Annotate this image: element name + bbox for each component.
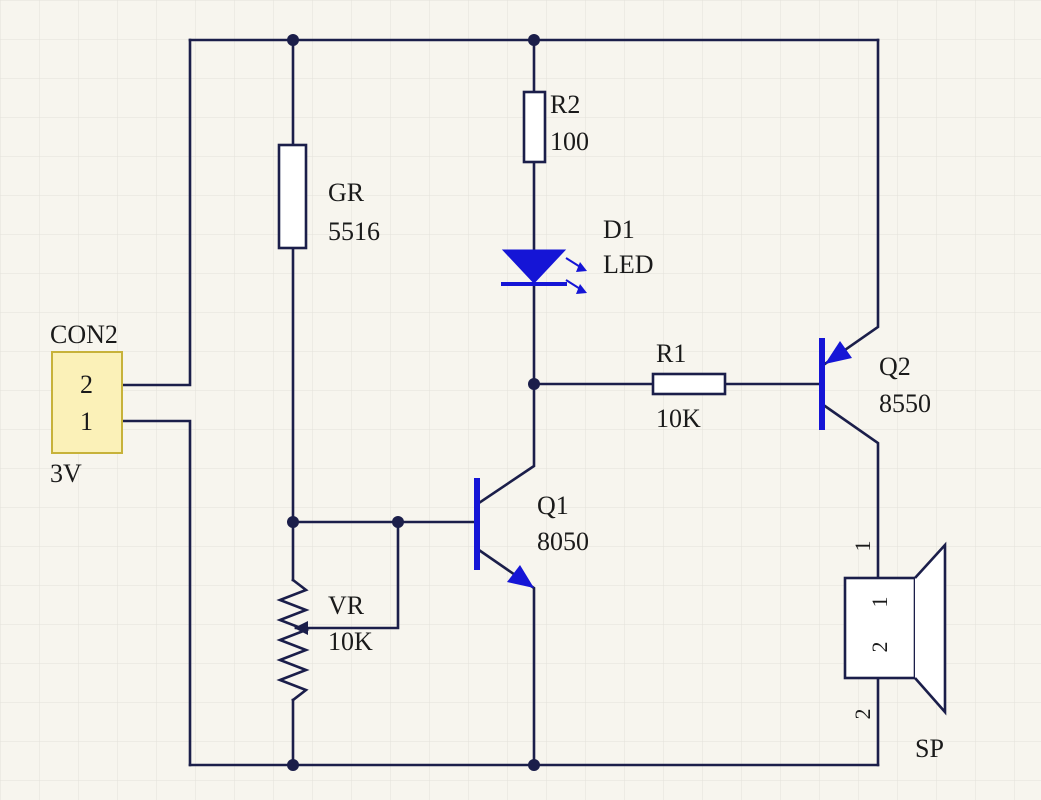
- connector-ref: CON2: [50, 320, 118, 349]
- potentiometer-wiper-arrow: [294, 621, 308, 635]
- junction-dot: [392, 516, 404, 528]
- transistor-q1: Q1 8050: [474, 478, 589, 588]
- wire-led-bottom: [474, 282, 536, 507]
- led-value: LED: [603, 250, 654, 279]
- speaker-ref: SP: [915, 734, 944, 763]
- resistor-r2-value: 100: [550, 127, 589, 156]
- speaker-inner-pin-1: 1: [867, 597, 892, 608]
- connector-pin-2: 2: [80, 370, 93, 399]
- led-triangle: [501, 249, 567, 284]
- wire-con-pin2: [120, 38, 192, 387]
- connector-body: [51, 351, 123, 454]
- transistor-q2-value: 8550: [879, 389, 931, 418]
- photoresistor-ref: GR: [328, 178, 365, 207]
- transistor-q2-emitter-arrow: [825, 341, 852, 364]
- resistor-r2: R2 100: [522, 90, 589, 164]
- potentiometer-value: 10K: [328, 627, 373, 656]
- photoresistor-body: [277, 143, 308, 250]
- speaker-outer-pin-2: 2: [850, 709, 875, 720]
- resistor-r2-body: [522, 90, 547, 164]
- potentiometer-ref: VR: [328, 591, 365, 620]
- led-d1: D1 LED: [501, 215, 654, 294]
- potentiometer-zigzag: [276, 578, 310, 702]
- junction-dot: [528, 378, 540, 390]
- speaker-inner-pin-2: 2: [867, 642, 892, 653]
- transistor-q1-ref: Q1: [537, 491, 569, 520]
- speaker-outer-pin-1: 1: [850, 541, 875, 552]
- wire-con-pin1: [120, 419, 192, 767]
- junctions: [287, 34, 540, 771]
- led-light-arrow: [576, 284, 587, 294]
- speaker-sp: 1 2 1 2 SP: [843, 541, 947, 763]
- connector-value: 3V: [50, 459, 82, 488]
- junction-dot: [287, 516, 299, 528]
- wire-vr-wiper: [294, 520, 400, 630]
- transistor-q1-value: 8050: [537, 527, 589, 556]
- wire-q2-collector: [820, 402, 880, 580]
- speaker-cone: [914, 541, 947, 716]
- junction-dot: [287, 34, 299, 46]
- resistor-r1-ref: R1: [656, 339, 686, 368]
- potentiometer-vr: VR 10K: [276, 578, 373, 702]
- transistor-q2: Q2 8550: [819, 338, 931, 430]
- junction-dot: [528, 34, 540, 46]
- connector-con2: CON2 2 1 3V: [50, 320, 123, 488]
- led-light-arrow: [576, 262, 587, 272]
- led-ref: D1: [603, 215, 635, 244]
- photoresistor-value: 5516: [328, 217, 380, 246]
- connector-pin-1: 1: [80, 407, 93, 436]
- speaker-body: [843, 576, 917, 680]
- resistor-r2-ref: R2: [550, 90, 580, 119]
- transistor-q2-ref: Q2: [879, 352, 911, 381]
- photoresistor-gr: GR 5516: [277, 143, 380, 250]
- resistor-r1-body: [651, 372, 727, 396]
- resistor-r1-value: 10K: [656, 404, 701, 433]
- transistor-q1-emitter-arrow: [507, 565, 534, 588]
- junction-dot: [287, 759, 299, 771]
- junction-dot: [528, 759, 540, 771]
- resistor-r1: R1 10K: [651, 339, 727, 433]
